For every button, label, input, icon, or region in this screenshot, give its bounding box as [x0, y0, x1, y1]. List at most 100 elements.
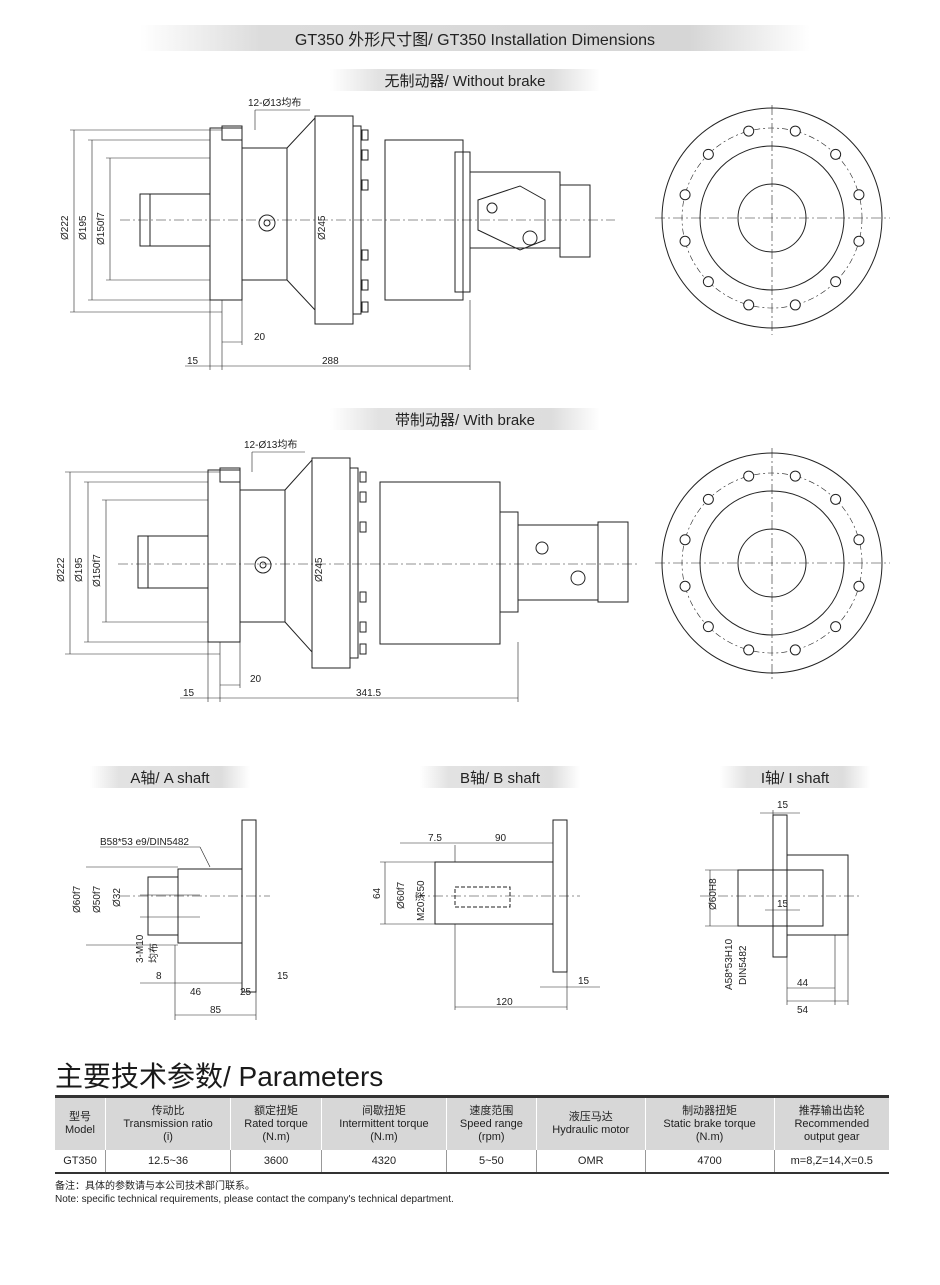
table-cell: GT350: [55, 1150, 107, 1174]
bolt-hole: [789, 470, 801, 482]
bolt-hole: [679, 189, 691, 201]
bolt-hole: [789, 125, 801, 137]
a-d50: Ø50f7: [92, 885, 103, 913]
bolt-hole: [789, 644, 801, 656]
table-cell: 12.5~36: [105, 1150, 232, 1174]
bolt-hole: [853, 235, 865, 247]
dim-w288-1: 288: [322, 356, 339, 367]
a-spline: B58*53 e9/DIN5482: [100, 837, 189, 848]
params-col-7-zh: 推荐输出齿轮: [798, 1104, 865, 1117]
params-col-1-zh: 传动比: [151, 1104, 185, 1117]
bolt-hole: [830, 493, 842, 505]
b-shaft-label: B轴/ B shaft: [459, 769, 541, 787]
bolt-hole: [743, 125, 755, 137]
dim-w20-2: 20: [250, 674, 262, 685]
b-shaft-banner: B轴/ B shaft: [420, 766, 580, 788]
a-w46: 46: [190, 987, 202, 998]
bolt-hole: [679, 534, 691, 546]
params-col-6-en: Static brake torque: [663, 1117, 756, 1130]
params-col-2-en: Rated torque: [244, 1117, 308, 1130]
dim-holes-2: 12-Ø13均布: [244, 439, 297, 451]
table-cell: 3600: [230, 1150, 322, 1174]
i-w44: 44: [797, 978, 809, 989]
b-w90: 90: [495, 833, 507, 844]
params-col-2-zh: 额定扭矩: [254, 1104, 299, 1117]
page-title-banner: GT350 外形尺寸图/ GT350 Installation Dimensio…: [140, 25, 810, 51]
note-zh: 备注：具体的参数请与本公司技术部门联系。: [55, 1181, 255, 1192]
note-en: Note: specific technical requirements, p…: [55, 1194, 454, 1205]
a-w85: 85: [210, 1005, 222, 1016]
bolt-hole: [743, 644, 755, 656]
a-shaft-label: A轴/ A shaft: [130, 769, 210, 787]
a-even: 均布: [148, 943, 160, 963]
bolt-hole: [702, 493, 714, 505]
bolt-hole: [743, 470, 755, 482]
drawing-with-brake: 12-Ø13均布 Ø222 Ø195 Ø150f7 Ø245 20 15 341…: [56, 439, 890, 702]
drawing-without-brake: 12-Ø13均布 Ø222 Ø195 Ø150f7 Ø245 20 15 288: [60, 97, 890, 370]
with-brake-label: 带制动器/ With brake: [394, 411, 536, 429]
bolt-hole: [830, 148, 842, 160]
bolt-hole: [853, 189, 865, 201]
bolt-hole: [679, 580, 691, 592]
params-col-3-en: Intermittent torque: [339, 1117, 429, 1130]
params-col-3-unit: (N.m): [370, 1130, 398, 1143]
params-col-1-unit: (i): [163, 1130, 173, 1143]
i-w54: 54: [797, 1005, 809, 1016]
dim-w15-1: 15: [187, 356, 199, 367]
notes: 备注：具体的参数请与本公司技术部门联系。 Note: specific tech…: [55, 1180, 454, 1206]
dim-d195-2: Ø195: [74, 557, 85, 582]
b-w15: 15: [578, 976, 590, 987]
dim-holes-1: 12-Ø13均布: [248, 97, 301, 109]
bolt-hole: [702, 148, 714, 160]
without-brake-label: 无制动器/ Without brake: [384, 72, 546, 90]
with-brake-banner: 带制动器/ With brake: [330, 408, 600, 430]
b-h64: 64: [372, 887, 383, 899]
table-cell: m=8,Z=14,X=0.5: [774, 1150, 889, 1174]
bolt-hole: [789, 299, 801, 311]
params-col-5-en: Hydraulic motor: [552, 1124, 630, 1136]
a-m10: 3-M10: [135, 934, 146, 963]
page-title: GT350 外形尺寸图/ GT350 Installation Dimensio…: [294, 32, 656, 49]
i-shaft-banner: I轴/ I shaft: [720, 766, 870, 788]
bolt-hole: [853, 534, 865, 546]
i-spline2: DIN5482: [738, 945, 749, 985]
a-w8: 8: [156, 971, 162, 982]
bolt-hole: [830, 276, 842, 288]
params-col-4-zh: 速度范围: [469, 1104, 514, 1117]
b-w75: 7.5: [428, 833, 442, 844]
dim-d150-1: Ø150f7: [96, 212, 107, 245]
bolt-hole: [830, 621, 842, 633]
dim-w341-2: 341.5: [356, 688, 381, 699]
i-d60: Ø60H8: [708, 878, 719, 910]
i-shaft-label: I轴/ I shaft: [760, 769, 830, 787]
bolt-hole: [702, 276, 714, 288]
i-spline1: A58*53H10: [724, 938, 735, 990]
params-col-0-zh: 型号: [69, 1111, 91, 1123]
i-w15top: 15: [777, 800, 789, 811]
without-brake-banner: 无制动器/ Without brake: [330, 69, 600, 91]
dim-d150-2: Ø150f7: [92, 554, 103, 587]
bolt-hole: [679, 235, 691, 247]
dim-d222-1: Ø222: [60, 215, 71, 240]
dim-d245-1: Ø245: [317, 215, 328, 240]
a-shaft-banner: A轴/ A shaft: [90, 766, 250, 788]
params-col-1-en: Transmission ratio: [123, 1117, 213, 1130]
i-w15mid: 15: [777, 899, 789, 910]
table-cell: 4320: [321, 1150, 447, 1174]
params-col-2-unit: (N.m): [262, 1130, 290, 1143]
dim-w15-2: 15: [183, 688, 195, 699]
dim-d245-2: Ø245: [314, 557, 325, 582]
params-col-6-zh: 制动器扭矩: [682, 1104, 738, 1117]
table-cell: 4700: [645, 1150, 775, 1174]
bolt-hole: [853, 580, 865, 592]
dim-d222-2: Ø222: [56, 557, 67, 582]
